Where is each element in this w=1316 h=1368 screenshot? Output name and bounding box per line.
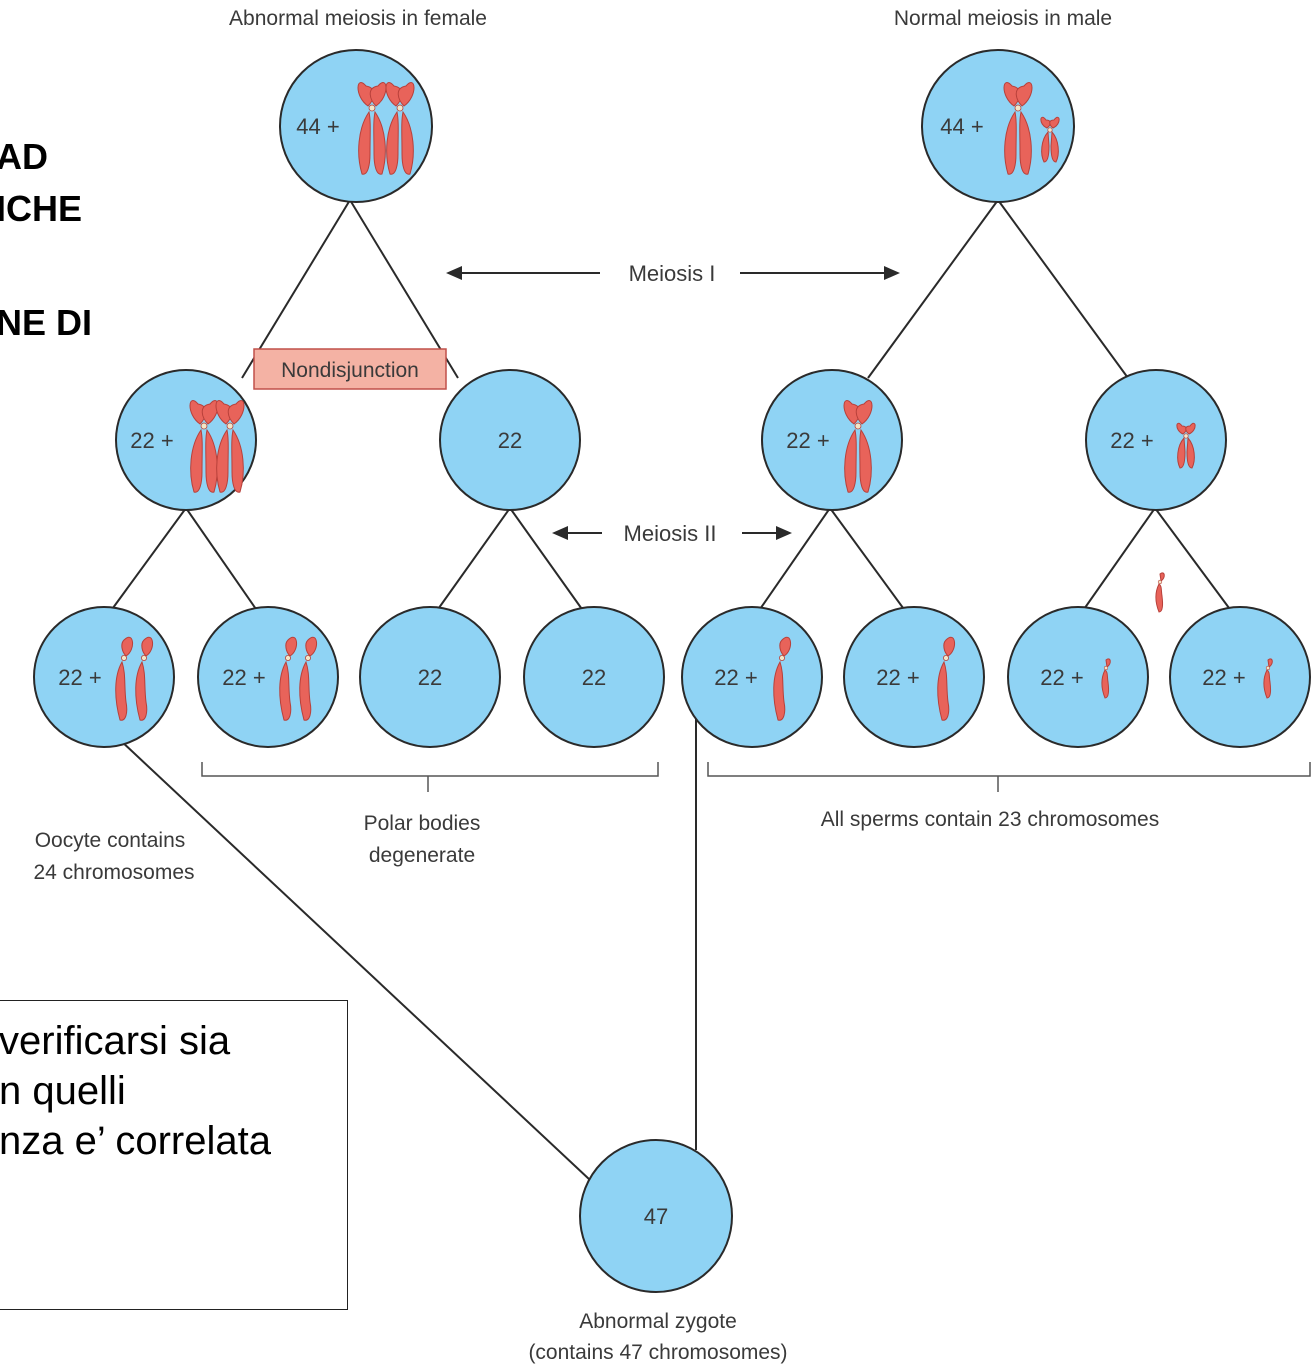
meiosis-2-label: Meiosis II: [624, 521, 717, 546]
cell-male-m2-2: 22 +: [843, 606, 985, 748]
slide-text-box: verificarsi sia n quelli nza e’ correlat…: [0, 1000, 348, 1310]
text-box-line-1: verificarsi sia: [0, 1019, 231, 1063]
cell-male-m1-right: 22 +: [1085, 369, 1227, 511]
text-box-line-3: nza e’ correlata: [0, 1119, 271, 1163]
cell-female-m2-2: 22 +: [197, 606, 339, 748]
cell-label-female-m1-left: 22 +: [130, 428, 173, 453]
cell-label-female-m1-right: 22: [498, 428, 522, 453]
male-tree-lines: [695, 199, 1233, 1150]
cell-label-male-m2-1: 22 +: [714, 665, 757, 690]
cell-label-male-m2-2: 22 +: [876, 665, 919, 690]
female-tree-lines: [109, 199, 591, 1181]
stray-chromatid: [1155, 572, 1165, 613]
meiosis-1-arrows: [446, 266, 900, 280]
slide-title-fragment-1: AD: [0, 136, 48, 177]
cell-label-female-m2-1: 22 +: [58, 665, 101, 690]
slide-title-fragment-3: NE DI: [0, 302, 93, 343]
cell-label-zygote: 47: [644, 1204, 668, 1229]
cell-female-m2-4: 22: [523, 606, 665, 748]
sperms-bracket: [707, 762, 1311, 792]
cell-label-male-parent: 44 +: [940, 114, 983, 139]
cell-label-female-m2-4: 22: [582, 665, 606, 690]
meiosis-2-arrows: [552, 526, 792, 540]
cell-label-male-m1-right: 22 +: [1110, 428, 1153, 453]
cell-female-m2-3: 22: [359, 606, 501, 748]
cell-label-male-m2-4: 22 +: [1202, 665, 1245, 690]
cell-female-m1-right: 22: [439, 369, 581, 511]
polar-caption-line-2: degenerate: [369, 844, 475, 867]
cell-male-parent: 44 +: [921, 49, 1075, 203]
cell-zygote: 47: [579, 1139, 733, 1293]
cell-male-m2-4: 22 +: [1169, 606, 1311, 748]
cell-female-m1-left: 22 +: [115, 369, 257, 511]
cell-male-m2-1: 22 +: [681, 606, 823, 748]
cell-female-parent: 44 +: [279, 49, 433, 203]
cell-label-female-parent: 44 +: [296, 114, 339, 139]
oocyte-caption-line-2: 24 chromosomes: [33, 861, 194, 884]
nondisjunction-box: [253, 348, 447, 390]
polar-caption-line-1: Polar bodies: [364, 812, 481, 835]
sperm-caption: All sperms contain 23 chromosomes: [821, 808, 1159, 831]
female-title: Abnormal meiosis in female: [229, 7, 487, 30]
cell-label-female-m2-2: 22 +: [222, 665, 265, 690]
cell-label-male-m2-3: 22 +: [1040, 665, 1083, 690]
cell-male-m2-3: 22 +: [1007, 606, 1149, 748]
zygote-caption-line-2: (contains 47 chromosomes): [528, 1341, 787, 1364]
polar-bodies-bracket: [201, 762, 659, 792]
oocyte-caption-line-1: Oocyte contains: [35, 829, 186, 852]
cell-label-male-m1-left: 22 +: [786, 428, 829, 453]
zygote-caption-line-1: Abnormal zygote: [579, 1310, 737, 1333]
slide-title-fragment-2: ICHE: [0, 188, 83, 229]
meiosis-1-label: Meiosis I: [629, 261, 716, 286]
cell-label-female-m2-3: 22: [418, 665, 442, 690]
cell-female-m2-1: 22 +: [33, 606, 175, 748]
text-box-line-2: n quelli: [0, 1069, 126, 1113]
cell-male-m1-left: 22 +: [761, 369, 903, 511]
nondisjunction-label: Nondisjunction: [281, 359, 419, 382]
male-title: Normal meiosis in male: [894, 7, 1112, 30]
